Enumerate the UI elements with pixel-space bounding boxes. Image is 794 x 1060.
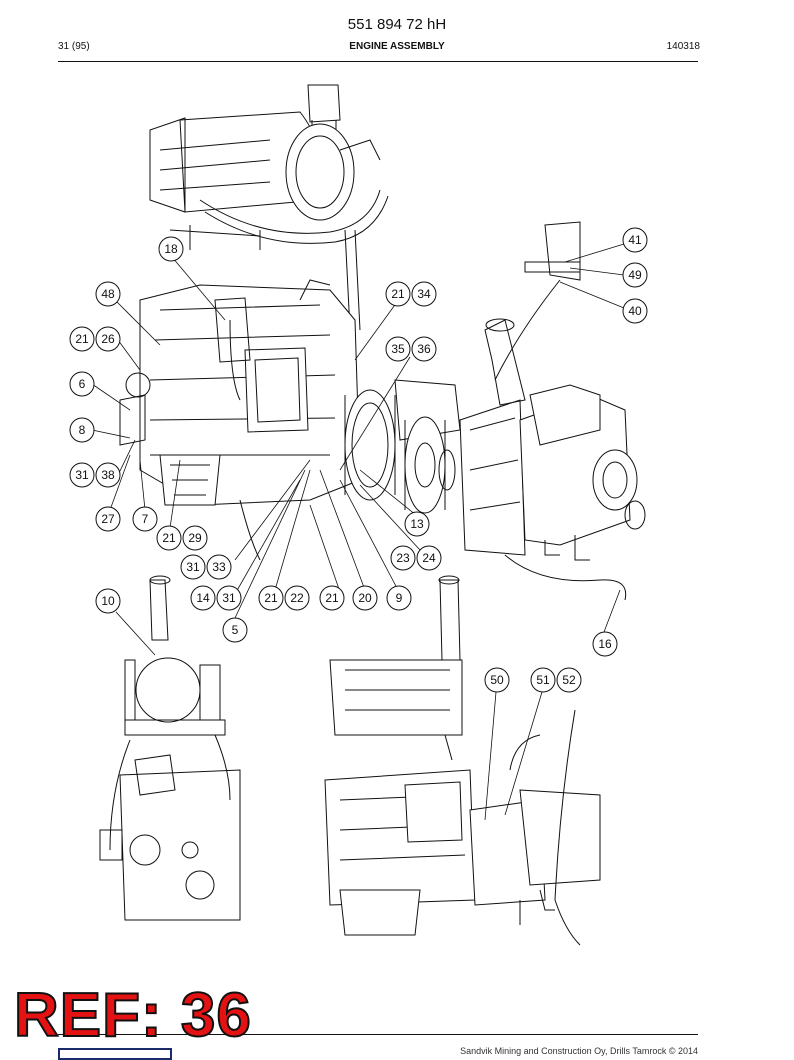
svg-text:23: 23 bbox=[396, 551, 410, 565]
callout-27: 27 bbox=[95, 506, 121, 532]
svg-text:6: 6 bbox=[79, 377, 86, 391]
svg-text:51: 51 bbox=[536, 673, 550, 687]
section-title: ENGINE ASSEMBLY bbox=[349, 41, 445, 52]
svg-text:33: 33 bbox=[212, 560, 226, 574]
callout-5: 5 bbox=[222, 617, 248, 643]
svg-text:31: 31 bbox=[186, 560, 200, 574]
svg-text:21: 21 bbox=[391, 287, 405, 301]
svg-text:8: 8 bbox=[79, 423, 86, 437]
callout-21: 21 bbox=[69, 326, 95, 352]
engine-end-view bbox=[99, 575, 241, 921]
callout-8: 8 bbox=[69, 417, 95, 443]
svg-text:13: 13 bbox=[410, 517, 424, 531]
engine-side-view bbox=[324, 575, 601, 946]
footer-rule bbox=[58, 1034, 698, 1035]
callout-34: 34 bbox=[411, 281, 437, 307]
callout-41: 41 bbox=[622, 227, 648, 253]
callout-29: 29 bbox=[182, 525, 208, 551]
svg-text:21: 21 bbox=[325, 591, 339, 605]
svg-text:21: 21 bbox=[162, 531, 176, 545]
callout-9: 9 bbox=[386, 585, 412, 611]
copyright-text: Sandvik Mining and Construction Oy, Dril… bbox=[460, 1046, 698, 1056]
svg-text:48: 48 bbox=[101, 287, 115, 301]
svg-text:40: 40 bbox=[628, 304, 642, 318]
callout-23: 23 bbox=[390, 545, 416, 571]
svg-text:36: 36 bbox=[417, 342, 431, 356]
svg-text:22: 22 bbox=[290, 591, 304, 605]
callout-13: 13 bbox=[404, 511, 430, 537]
callout-18: 18 bbox=[158, 236, 184, 262]
callout-36: 36 bbox=[411, 336, 437, 362]
callout-33: 33 bbox=[206, 554, 232, 580]
callout-21: 21 bbox=[319, 585, 345, 611]
header-rule bbox=[58, 61, 698, 62]
svg-text:9: 9 bbox=[396, 591, 403, 605]
svg-text:34: 34 bbox=[417, 287, 431, 301]
pump-gearbox-assembly bbox=[459, 221, 646, 601]
callout-26: 26 bbox=[95, 326, 121, 352]
svg-text:5: 5 bbox=[232, 623, 239, 637]
callout-24: 24 bbox=[416, 545, 442, 571]
callout-7: 7 bbox=[132, 506, 158, 532]
svg-text:35: 35 bbox=[391, 342, 405, 356]
callout-14: 14 bbox=[190, 585, 216, 611]
svg-text:29: 29 bbox=[188, 531, 202, 545]
callout-6: 6 bbox=[69, 371, 95, 397]
document-number: 551 894 72 hH bbox=[347, 16, 447, 33]
callout-50: 50 bbox=[484, 667, 510, 693]
callout-21: 21 bbox=[258, 585, 284, 611]
date-code: 140318 bbox=[666, 41, 700, 52]
ref-stamp: REF: 36 bbox=[13, 981, 252, 1050]
svg-text:52: 52 bbox=[562, 673, 576, 687]
svg-text:49: 49 bbox=[628, 268, 642, 282]
svg-text:38: 38 bbox=[101, 468, 115, 482]
callout-40: 40 bbox=[622, 298, 648, 324]
flywheel-housing bbox=[344, 379, 461, 514]
callout-52: 52 bbox=[556, 667, 582, 693]
callout-49: 49 bbox=[622, 262, 648, 288]
callout-20: 20 bbox=[352, 585, 378, 611]
callout-21: 21 bbox=[385, 281, 411, 307]
callout-10: 10 bbox=[95, 588, 121, 614]
callout-16: 16 bbox=[592, 631, 618, 657]
callout-35: 35 bbox=[385, 336, 411, 362]
svg-text:31: 31 bbox=[222, 591, 236, 605]
svg-text:41: 41 bbox=[628, 233, 642, 247]
callout-48: 48 bbox=[95, 281, 121, 307]
svg-text:21: 21 bbox=[264, 591, 278, 605]
svg-text:7: 7 bbox=[142, 512, 149, 526]
svg-text:50: 50 bbox=[490, 673, 504, 687]
svg-text:31: 31 bbox=[75, 468, 89, 482]
callout-21: 21 bbox=[156, 525, 182, 551]
svg-text:20: 20 bbox=[358, 591, 372, 605]
callout-31: 31 bbox=[216, 585, 242, 611]
leader-lines bbox=[91, 243, 625, 821]
svg-text:24: 24 bbox=[422, 551, 436, 565]
callout-31: 31 bbox=[180, 554, 206, 580]
svg-text:26: 26 bbox=[101, 332, 115, 346]
svg-text:16: 16 bbox=[598, 637, 612, 651]
svg-text:18: 18 bbox=[164, 242, 178, 256]
svg-text:21: 21 bbox=[75, 332, 89, 346]
main-engine bbox=[119, 279, 361, 561]
svg-text:27: 27 bbox=[101, 512, 115, 526]
callout-22: 22 bbox=[284, 585, 310, 611]
svg-text:10: 10 bbox=[101, 594, 115, 608]
callout-31: 31 bbox=[69, 462, 95, 488]
callout-38: 38 bbox=[95, 462, 121, 488]
callout-51: 51 bbox=[530, 667, 556, 693]
page-number: 31 (95) bbox=[58, 41, 90, 52]
svg-text:14: 14 bbox=[196, 591, 210, 605]
